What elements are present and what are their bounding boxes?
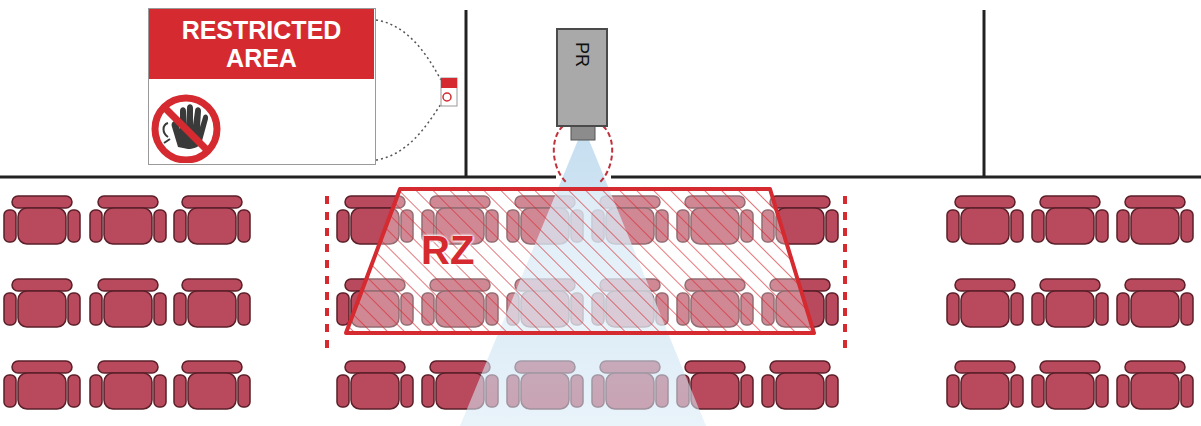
chair — [762, 361, 838, 409]
chair — [947, 361, 1023, 409]
projector-label: PR — [571, 42, 592, 67]
chair — [90, 279, 166, 327]
lens-hazard-arc — [554, 126, 612, 182]
chair — [1117, 279, 1193, 327]
restricted-zone: RZ — [343, 186, 817, 336]
chair — [90, 361, 166, 409]
projector-lens — [571, 126, 595, 140]
sign-text: RESTRICTED AREA — [149, 9, 374, 79]
projector-box: PR — [556, 28, 608, 127]
chair — [174, 279, 250, 327]
chair — [4, 279, 80, 327]
barriers — [327, 188, 845, 356]
chair — [1117, 196, 1193, 244]
chair — [4, 361, 80, 409]
chair — [947, 279, 1023, 327]
chair — [1032, 361, 1108, 409]
chair — [947, 196, 1023, 244]
chair — [1032, 196, 1108, 244]
chair — [174, 196, 250, 244]
door-sign — [441, 78, 457, 106]
callout-lines — [376, 20, 441, 160]
chair — [1117, 361, 1193, 409]
chair — [90, 196, 166, 244]
zone-label: RZ — [417, 228, 478, 272]
chair — [174, 361, 250, 409]
zone-outline — [343, 186, 817, 336]
chair — [337, 361, 413, 409]
chair — [1032, 279, 1108, 327]
chair — [4, 196, 80, 244]
restricted-area-sign: RESTRICTED AREA — [148, 8, 376, 165]
